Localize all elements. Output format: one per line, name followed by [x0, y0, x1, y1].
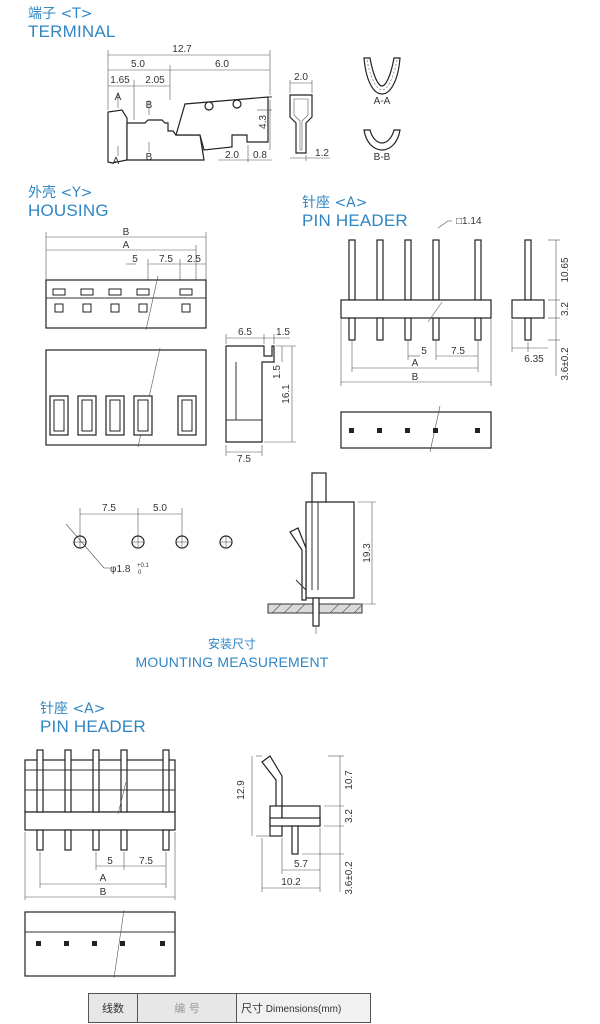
terminal-heading-cn: 端子 <T>	[28, 6, 93, 22]
pin-size-label: □1.14	[456, 216, 482, 227]
ra-dim-3-2: 3.2	[344, 809, 355, 823]
housing-dim-b: B	[123, 227, 130, 238]
mounting-dim-7-5: 7.5	[102, 503, 116, 514]
ra-pin-header-heading-en: PIN HEADER	[40, 717, 146, 736]
mounting-side-view: 19.3	[267, 472, 376, 634]
terminal-front-view: 2.0 1.2	[289, 72, 330, 161]
dim-2-0-top: 2.0	[294, 72, 308, 83]
housing-dim-7-5: 7.5	[159, 254, 173, 265]
housing-dim-5: 5	[132, 254, 138, 265]
dim-2-0-bottom: 2.0	[225, 150, 239, 161]
dim-0-8: 0.8	[253, 150, 267, 161]
section-b-b-label: B-B	[374, 152, 391, 163]
pin-header-heading-en: PIN HEADER	[302, 211, 408, 230]
ra-pin-header-front-view: 5 7.5 A B	[24, 749, 176, 900]
terminal-heading-en: TERMINAL	[28, 22, 116, 41]
terminal-side-view	[107, 96, 272, 164]
pin-header-heading-cn: 针座 <A>	[302, 195, 368, 211]
pin-header-dim-5: 5	[421, 346, 427, 357]
pin-header-dim-6-35: 6.35	[524, 354, 544, 365]
technical-drawing: 12.7 5.0 6.0 1.65 2.05 A B A B 2.0 0.8 4…	[24, 44, 571, 979]
table-col-wires: 线数	[88, 993, 138, 1023]
table-col-dimensions-en: Dimensions(mm)	[265, 1004, 342, 1015]
mounting-hole-pattern: 7.5 5.0 φ1.8 +0.1 0	[65, 503, 233, 576]
mounting-dim-5-0: 5.0	[153, 503, 167, 514]
table-col-dimensions: 尺寸 Dimensions(mm)	[236, 993, 371, 1023]
housing-front-view	[45, 347, 207, 448]
housing-dim-2-5: 2.5	[187, 254, 201, 265]
mounting-heading-en: MOUNTING MEASUREMENT	[135, 654, 329, 670]
ra-dim-7-5: 7.5	[139, 856, 153, 867]
label-b-top: B	[146, 100, 153, 111]
housing-dim-16-1: 16.1	[281, 384, 292, 404]
table-col-dimensions-cn: 尺寸	[241, 1002, 263, 1015]
ra-dim-b: B	[100, 887, 107, 898]
pin-header-side-view: 10.65 3.2 3.6±0.2 6.35	[511, 239, 571, 381]
dim-6-0: 6.0	[215, 59, 229, 70]
housing-dim-1-5-side: 1.5	[272, 365, 283, 379]
pin-header-dim-10-65: 10.65	[560, 257, 571, 282]
pin-header-dim-3-6: 3.6±0.2	[560, 347, 571, 381]
ra-pin-header-side-view: 12.9 10.7 3.2 3.6±0.2 5.7 10.2	[236, 755, 355, 895]
ra-dim-12-9: 12.9	[236, 780, 247, 800]
dim-5-0: 5.0	[131, 59, 145, 70]
pin-header-front-view: □1.14 5 7.5 A B	[340, 216, 492, 386]
terminal-sections: A-A B-B	[363, 57, 401, 163]
housing-dim-a: A	[123, 240, 130, 251]
dimension-table: 线数 编 号 尺寸 Dimensions(mm)	[88, 993, 371, 1023]
ra-dim-3-6: 3.6±0.2	[344, 861, 355, 895]
ra-pin-header-top-view	[24, 909, 176, 979]
mounting-heading-cn: 安装尺寸	[207, 637, 256, 651]
pin-header-dim-a: A	[412, 358, 419, 369]
terminal-dimension-lines	[107, 50, 272, 162]
dim-4-3: 4.3	[258, 115, 269, 129]
label-a-top: A	[115, 92, 122, 103]
table-header-row: 线数 编 号 尺寸 Dimensions(mm)	[88, 993, 371, 1023]
mounting-hole-tol-bottom: 0	[138, 570, 142, 576]
ra-pin-header-heading: 针座 <A> PIN HEADER	[40, 700, 146, 736]
ra-dim-10-7: 10.7	[344, 770, 355, 790]
label-a-bottom: A	[113, 156, 120, 167]
dim-2-05: 2.05	[145, 75, 165, 86]
housing-dim-1-5-top: 1.5	[276, 327, 290, 338]
section-a-a-label: A-A	[374, 96, 391, 107]
dim-12-7: 12.7	[172, 44, 192, 55]
pin-header-heading: 针座 <A> PIN HEADER	[302, 194, 408, 230]
ra-pin-header-heading-cn: 针座 <A>	[40, 701, 106, 717]
housing-dim-6-5: 6.5	[238, 327, 252, 338]
pin-header-dim-3-2: 3.2	[560, 302, 571, 316]
pin-header-top-view	[340, 405, 492, 453]
mounting-hole-label: φ1.8	[110, 564, 131, 575]
housing-heading-cn: 外壳 <Y>	[28, 185, 93, 201]
ra-dim-10-2: 10.2	[281, 877, 301, 888]
housing-dim-7-5-bottom: 7.5	[237, 454, 251, 465]
ra-dim-a: A	[100, 873, 107, 884]
pin-header-dim-b: B	[412, 372, 419, 383]
terminal-dimension-labels: 12.7 5.0 6.0 1.65 2.05 A B A B 2.0 0.8 4…	[110, 44, 269, 167]
dim-1-2: 1.2	[315, 148, 329, 159]
housing-heading: 外壳 <Y> HOUSING	[28, 184, 109, 220]
housing-side-view: 6.5 1.5 1.5 16.1 7.5	[225, 327, 296, 465]
terminal-heading: 端子 <T> TERMINAL	[28, 5, 116, 41]
dim-1-65: 1.65	[110, 75, 130, 86]
pin-header-dim-7-5: 7.5	[451, 346, 465, 357]
ra-dim-5-7: 5.7	[294, 859, 308, 870]
label-b-bottom: B	[146, 152, 153, 163]
mounting-dim-19-3: 19.3	[362, 543, 373, 563]
table-col-part-no: 编 号	[137, 993, 237, 1023]
ra-dim-5: 5	[107, 856, 113, 867]
mounting-heading: 安装尺寸 MOUNTING MEASUREMENT	[130, 635, 334, 671]
housing-top-view: B A 5 7.5 2.5	[45, 227, 207, 331]
mounting-hole-tol-top: +0.1	[137, 563, 150, 569]
housing-heading-en: HOUSING	[28, 201, 109, 220]
